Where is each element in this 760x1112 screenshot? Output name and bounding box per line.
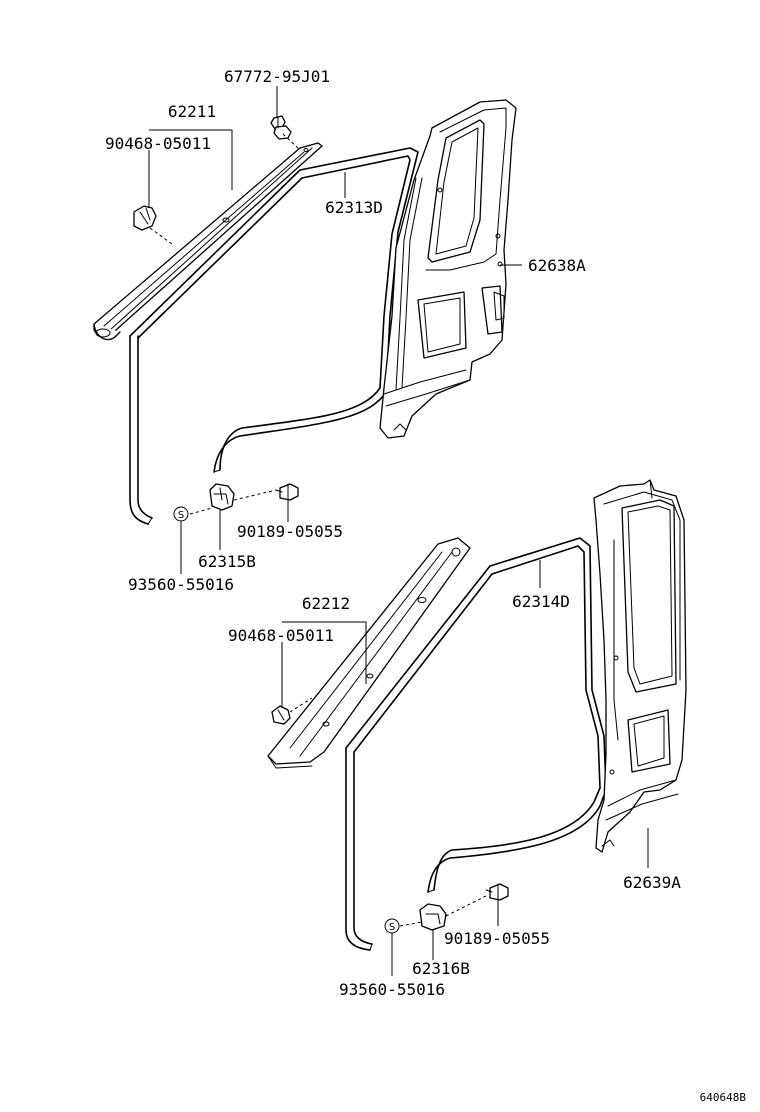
clip-90189-05055-lower-part <box>485 883 509 901</box>
drawing-code: 640648B <box>700 1091 747 1104</box>
screw-93560-55016-symbol: S <box>173 506 189 522</box>
label-62316b: 62316B <box>412 959 470 978</box>
label-90189-05055-upper: 90189-05055 <box>237 522 343 541</box>
label-62212: 62212 <box>302 594 350 613</box>
clip-67772-95j01-part <box>270 115 292 140</box>
quarter-trim-62639a-part <box>593 479 687 853</box>
clip-90468-05011-lower-part <box>271 705 291 725</box>
label-67772-95j01: 67772-95J01 <box>224 67 330 86</box>
quarter-trim-62638a-part <box>379 99 517 439</box>
label-62314d: 62314D <box>512 592 570 611</box>
leader-62212 <box>282 621 367 684</box>
label-93560-55016-upper: 93560-55016 <box>128 575 234 594</box>
retainer-62316b-part <box>419 903 447 931</box>
pillar-trim-62212-part <box>267 537 471 769</box>
screw-symbol-label-lower: S <box>389 922 395 933</box>
lower-group: S 62212 90468-05011 62314D 62639A 90189-… <box>228 479 687 999</box>
screw-symbol-label: S <box>178 510 184 521</box>
label-62639a: 62639A <box>623 873 681 892</box>
screw-93560-55016-lower-symbol: S <box>384 918 400 934</box>
clip-90468-05011-part <box>133 205 157 231</box>
label-62638a: 62638A <box>528 256 586 275</box>
weatherstrip-62313d-part <box>129 147 419 525</box>
label-62313d: 62313D <box>325 198 383 217</box>
label-93560-55016-lower: 93560-55016 <box>339 980 445 999</box>
label-90468-05011-lower: 90468-05011 <box>228 626 334 645</box>
label-90189-05055-lower: 90189-05055 <box>444 929 550 948</box>
leader-62211 <box>149 129 233 190</box>
label-62211: 62211 <box>168 102 216 121</box>
retainer-62315b-part <box>209 483 235 511</box>
clip-90189-05055-part <box>275 483 299 501</box>
upper-group: S 67772-95J01 62211 90468-05011 62313D 6… <box>93 67 586 594</box>
label-90468-05011-upper: 90468-05011 <box>105 134 211 153</box>
label-62315b: 62315B <box>198 552 256 571</box>
pillar-trim-62211-part <box>93 142 323 341</box>
